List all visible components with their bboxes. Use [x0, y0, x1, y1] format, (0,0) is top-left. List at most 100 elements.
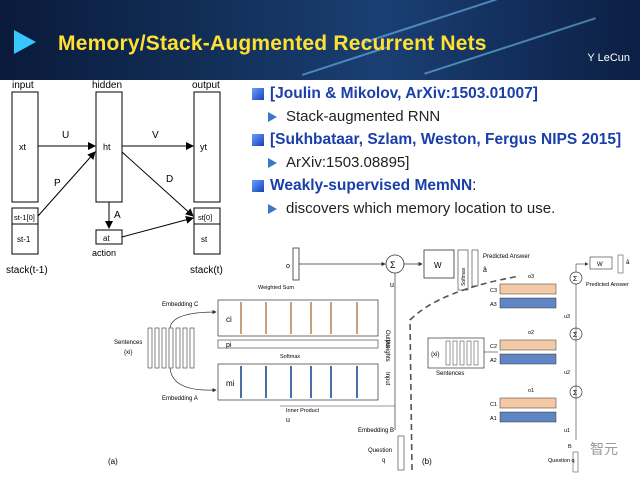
weighted-sum-label: Weighted Sum — [258, 285, 294, 291]
a-hat-label: â — [483, 267, 487, 274]
o-label: o — [286, 263, 290, 270]
mi-label: mi — [226, 379, 235, 388]
output-vertical-label: Output — [384, 330, 390, 348]
bullet-item: [Joulin & Mikolov, ArXiv:1503.01007] — [250, 82, 635, 106]
p-weights-row — [217, 339, 379, 349]
sub-bullet-text: Stack-augmented RNN — [286, 108, 441, 125]
bullet-text: [Joulin & Mikolov, ArXiv:1503.01007] — [270, 85, 538, 102]
p-label: P — [54, 178, 61, 189]
triangle-bullet-icon — [268, 204, 277, 214]
hop3-input-memory — [499, 297, 557, 309]
d-label: D — [166, 174, 173, 185]
right-answer-vector — [617, 254, 624, 274]
hop2-output-memory — [499, 339, 557, 351]
hop1-input-memory — [499, 411, 557, 423]
hidden-label: hidden — [92, 80, 122, 91]
c-memory-row — [217, 299, 379, 337]
right-sentence-bars — [445, 340, 479, 366]
prev-stack-rest — [11, 223, 39, 255]
bullet-item: [Sukhbataar, Szlam, Weston, Fergus NIPS … — [250, 128, 635, 152]
u-label: U — [62, 130, 69, 141]
w-label: W — [434, 261, 442, 270]
m-memory-row — [217, 363, 379, 401]
output-label: output — [192, 80, 220, 91]
right-xi-label: {xi} — [431, 352, 439, 358]
hop3-output-memory — [499, 283, 557, 295]
stack-cur-label: stack(t) — [190, 265, 223, 276]
d-arrow — [121, 151, 194, 217]
u2-label: u2 — [564, 370, 570, 376]
sentence-stack — [147, 327, 195, 369]
bullet-text: [Sukhbataar, Szlam, Weston, Fergus NIPS … — [270, 131, 622, 148]
sub-bullet-text: discovers which memory location to use. — [286, 200, 556, 217]
square-bullet-icon — [252, 180, 264, 192]
stack-rnn-diagram: input hidden output xt ht yt U V st-1[0]… — [6, 80, 223, 276]
stack-prev-label: stack(t-1) — [6, 265, 48, 276]
q-label: q — [382, 458, 385, 464]
label-b: (b) — [422, 457, 432, 466]
prev-top-label: st-1[0] — [14, 213, 35, 222]
hop1-sum-symbol: Σ — [573, 390, 578, 397]
hop2-sum-symbol: Σ — [573, 332, 578, 339]
slide-title: Memory/Stack-Augmented Recurrent Nets — [58, 32, 487, 55]
prev-rest-label: st-1 — [17, 235, 31, 244]
cur-rest-label: st — [201, 235, 208, 244]
sub-bullet-item: ArXiv:1503.08895] — [250, 152, 635, 174]
answer-vector — [471, 249, 479, 287]
embedding-c-label: Embedding C — [162, 302, 199, 308]
sub-bullet-item: Stack-augmented RNN — [250, 106, 635, 128]
slide-header: Memory/Stack-Augmented Recurrent Nets Y … — [0, 0, 640, 80]
input-label: input — [12, 80, 34, 91]
o2-label: o2 — [528, 330, 534, 336]
action-value: at — [103, 234, 110, 243]
sentences-label: Sentences — [114, 340, 142, 346]
dashed-separator — [409, 275, 521, 471]
y-label: yt — [200, 142, 208, 152]
hidden-box — [95, 91, 123, 203]
m-memory-slots — [240, 366, 358, 398]
o1-label: o1 — [528, 388, 534, 394]
output-box — [193, 91, 221, 203]
u1-label: u1 — [564, 428, 570, 434]
triangle-bullet-icon — [268, 112, 277, 122]
c1-label: C1 — [490, 402, 497, 408]
bullet-item: Weakly-supervised MemNN: — [250, 174, 635, 198]
square-bullet-icon — [252, 134, 264, 146]
hop3-sum-symbol: Σ — [573, 276, 578, 283]
u-label-bottom: u — [286, 417, 290, 424]
input-vertical-label: Input — [384, 372, 390, 386]
a-label: A — [114, 210, 121, 221]
watermark-text: 智元 — [590, 441, 618, 457]
hop2-input-memory — [499, 353, 557, 365]
right-w-label: W — [597, 262, 603, 268]
xi-label: {xi} — [124, 350, 132, 356]
predicted-answer-label: Predicted Answer — [483, 254, 530, 260]
pi-label: pi — [226, 342, 232, 349]
p-arrow — [37, 151, 96, 217]
triangle-bullet-icon — [268, 158, 277, 168]
question-label: Question — [368, 448, 392, 454]
label-a: (a) — [108, 457, 118, 466]
bullet-list: [Joulin & Mikolov, ArXiv:1503.01007] Sta… — [250, 82, 635, 220]
h-label: ht — [103, 142, 111, 152]
x-label: xt — [19, 142, 27, 152]
o3-label: o3 — [528, 274, 534, 280]
embedding-b-label: Embedding B — [358, 428, 394, 434]
right-sentences-label: Sentences — [436, 371, 464, 377]
action-to-stack-arrow — [121, 215, 194, 238]
v-label: V — [152, 130, 159, 141]
o-vector — [292, 247, 300, 281]
hop1-output-memory — [499, 397, 557, 409]
b-embedding-label: B — [568, 444, 572, 450]
softmax-label: Softmax — [461, 267, 467, 286]
square-bullet-icon — [252, 88, 264, 100]
sum-symbol: Σ — [390, 260, 396, 270]
embedding-c-arrow — [169, 309, 217, 329]
embedding-a-label: Embedding A — [162, 396, 198, 402]
right-question-vector — [572, 451, 579, 473]
action-label: action — [92, 248, 116, 258]
c2-label: C2 — [490, 344, 497, 350]
u-label-top: u — [390, 282, 394, 289]
softmax-mid-label: Softmax — [280, 354, 300, 360]
a2-label: A2 — [490, 358, 497, 364]
